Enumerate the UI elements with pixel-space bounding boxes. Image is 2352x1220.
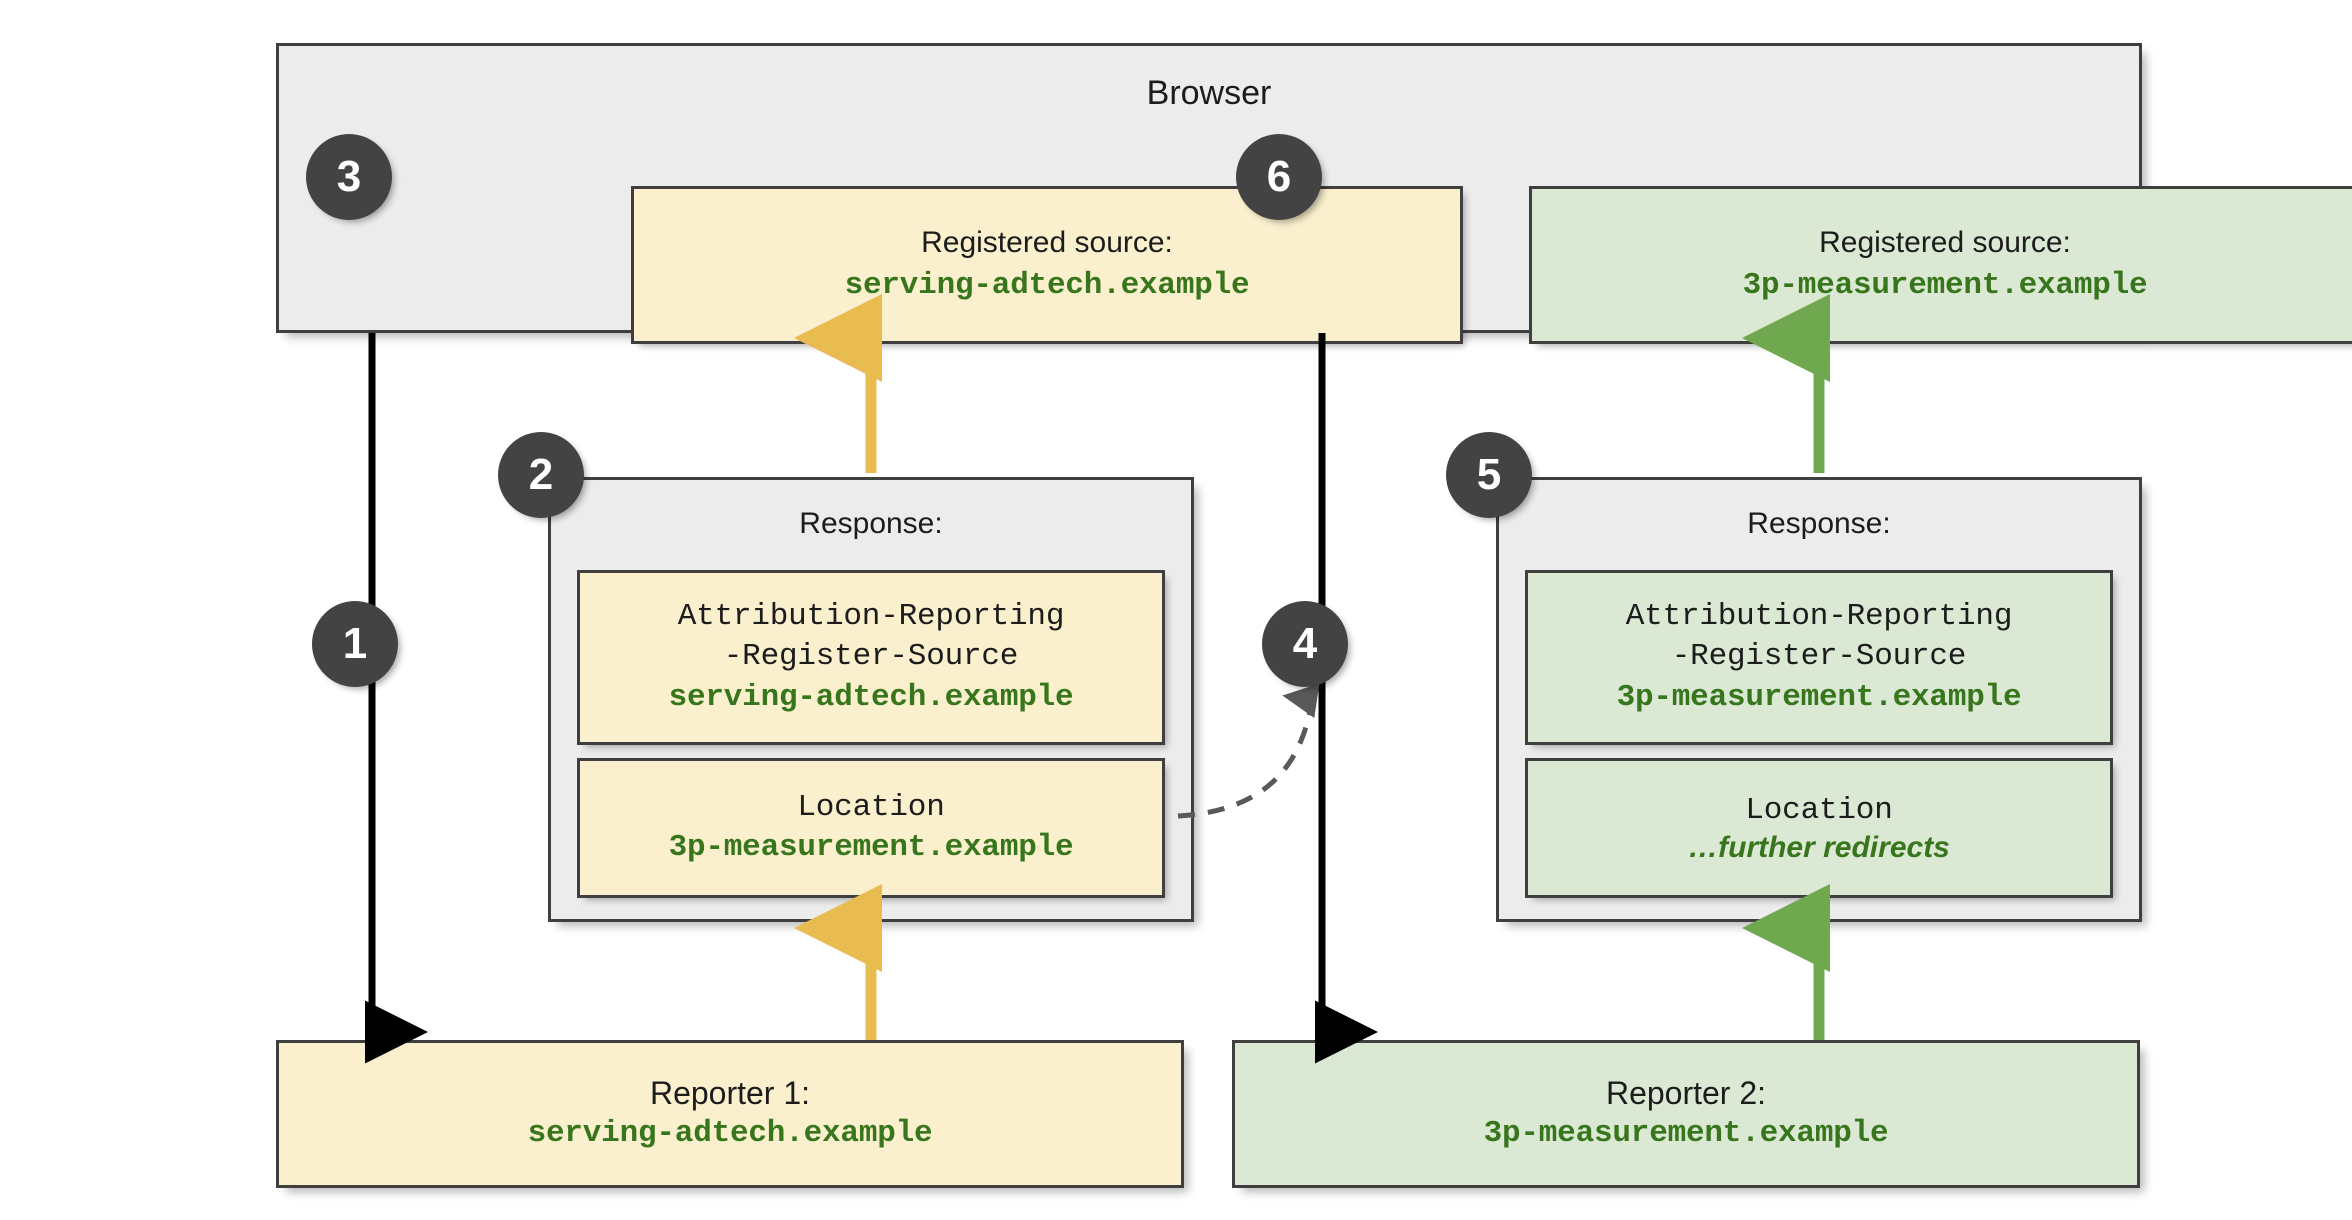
arrow-redirect-dashed	[1177, 683, 1320, 819]
response-location-card-1[interactable]: Location 3p-measurement.example	[577, 758, 1165, 898]
response-container-1: Response: Attribution-Reporting -Registe…	[548, 477, 1194, 922]
registered-source-label-1: Registered source:	[921, 225, 1173, 259]
reporter-value-1: serving-adtech.example	[527, 1116, 933, 1152]
response-title-1: Response:	[799, 507, 943, 540]
reporter-card-1[interactable]: Reporter 1: serving-adtech.example	[276, 1040, 1184, 1188]
registered-source-card-2[interactable]: Registered source: 3p-measurement.exampl…	[1529, 186, 2352, 344]
location-value-2: …further redirects	[1688, 831, 1950, 865]
step-badge-5[interactable]: 5	[1446, 432, 1532, 518]
browser-container: Browser Registered source: serving-adtec…	[276, 43, 2352, 344]
header-name-line1-1: Attribution-Reporting	[677, 599, 1065, 635]
registered-source-label-2: Registered source:	[1819, 225, 2071, 259]
response-header-card-2[interactable]: Attribution-Reporting -Register-Source 3…	[1525, 570, 2113, 745]
response-container-2: Response: Attribution-Reporting -Registe…	[1496, 477, 2142, 922]
registered-source-card-1[interactable]: Registered source: serving-adtech.exampl…	[631, 186, 1463, 344]
response-header-card-1[interactable]: Attribution-Reporting -Register-Source s…	[577, 570, 1165, 745]
response-title-2: Response:	[1747, 507, 1891, 540]
header-value-2: 3p-measurement.example	[1616, 679, 2022, 715]
response-location-card-2[interactable]: Location …further redirects	[1525, 758, 2113, 898]
reporter-value-2: 3p-measurement.example	[1483, 1116, 1889, 1152]
registered-source-value-1: serving-adtech.example	[844, 268, 1250, 304]
step-badge-3[interactable]: 3	[306, 134, 392, 220]
step-badge-6[interactable]: 6	[1236, 134, 1322, 220]
header-name-line1-2: Attribution-Reporting	[1625, 599, 2013, 635]
reporter-label-1: Reporter 1:	[649, 1075, 811, 1112]
browser-title: Browser	[1146, 74, 1272, 112]
header-value-1: serving-adtech.example	[668, 679, 1074, 715]
location-name-2: Location	[1745, 792, 1893, 828]
registered-source-value-2: 3p-measurement.example	[1742, 268, 2148, 304]
reporter-label-2: Reporter 2:	[1605, 1075, 1767, 1112]
step-badge-1[interactable]: 1	[312, 601, 398, 687]
step-badge-4[interactable]: 4	[1262, 601, 1348, 687]
step-badge-2[interactable]: 2	[498, 432, 584, 518]
location-value-1: 3p-measurement.example	[668, 830, 1074, 865]
reporter-card-2[interactable]: Reporter 2: 3p-measurement.example	[1232, 1040, 2140, 1188]
location-name-1: Location	[797, 789, 945, 825]
header-name-line2-2: -Register-Source	[1671, 639, 1967, 675]
header-name-line2-1: -Register-Source	[723, 639, 1019, 675]
